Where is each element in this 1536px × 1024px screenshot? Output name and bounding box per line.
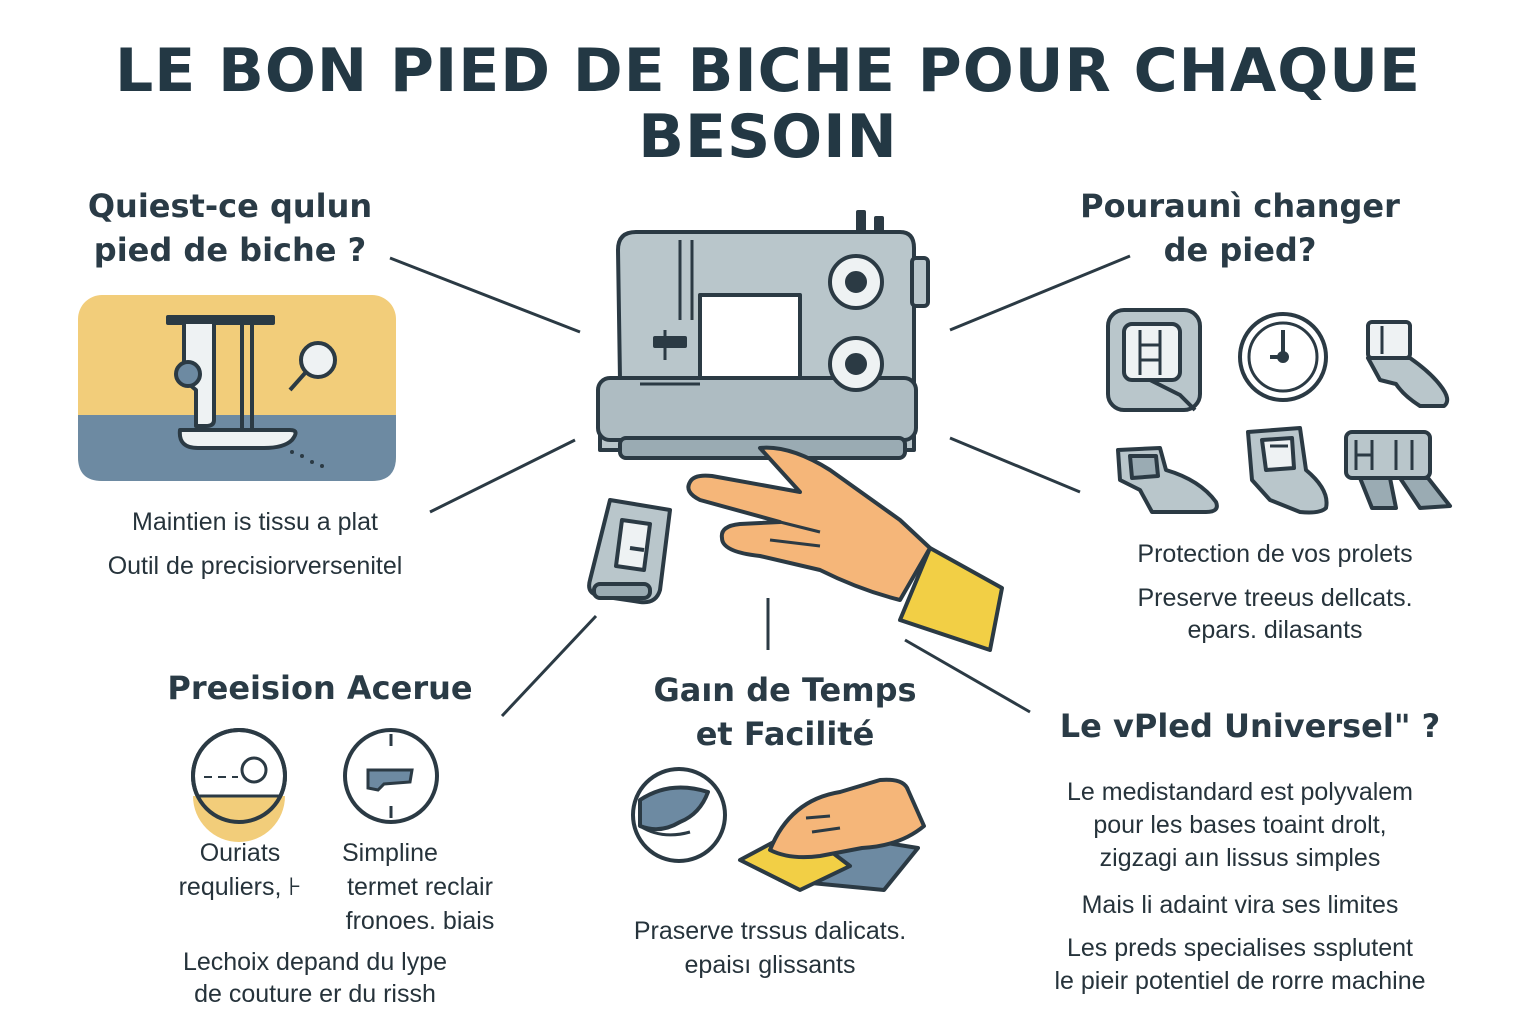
what-line-2: Outil de precisiorversenitel (107, 552, 403, 580)
what-description: Maintien is tissu a plat Outil de precis… (60, 500, 450, 588)
time-heading-line-2: et Facilité (695, 715, 875, 753)
hand-on-fabric-icon (738, 777, 926, 892)
sewing-machine-icon (596, 210, 930, 460)
fabric-roll-icon (631, 767, 727, 863)
page-title: LE BON PIED DE BICHE POUR CHAQUE BESOIN (0, 38, 1536, 170)
time-heading-line-1: Gaın de Temps (653, 671, 917, 709)
straight-stitch-icon (343, 728, 439, 824)
hem-label-2: requliers, ⊦ (178, 873, 302, 901)
universal-line-1: Le medistandard est polyvalem (1066, 778, 1414, 806)
presser-foot-icon (587, 498, 672, 605)
what-heading: Quiest-ce qulun pied de biche ? (60, 184, 400, 272)
universal-line-4: Mais li adaint vira ses limites (1081, 891, 1399, 919)
precision-heading: Preeision Acerue (167, 669, 473, 707)
time-description: Praserve trssus dalicats. epaisı glissan… (580, 914, 960, 982)
hem-guide-icon (191, 728, 287, 842)
stitch-label-1: Simpline (342, 839, 438, 867)
buttonhole-foot-icon (1246, 426, 1329, 515)
walking-foot-icon (1366, 320, 1450, 408)
stitch-label-2: termet reclair (347, 873, 493, 901)
precision-footer-line-1: Lechoix depand du lype (182, 948, 448, 976)
why-line-1: Protection de vos prolets (1137, 540, 1413, 568)
universal-line-2: pour les bases toaint drolt, (1093, 811, 1387, 839)
why-description: Protection de vos prolets Preserve treeu… (1100, 536, 1450, 646)
universal-line-6: le pieir potentiel de rorre machine (1054, 967, 1426, 995)
stitch-label-3: fronoes. biais (345, 907, 495, 935)
hand-icon (686, 445, 1004, 652)
what-line-1: Maintien is tissu a plat (132, 508, 378, 536)
title-line-2: BESOIN (638, 102, 898, 172)
zipper-foot-icon (1106, 308, 1202, 412)
what-heading-line-1: Quiest-ce qulun (87, 187, 373, 225)
precision-footer-line-2: de couture er du rissh (194, 980, 436, 1008)
time-line-2: epaisı glissants (684, 951, 856, 979)
why-line-2: Preserve treeus dellcats. (1137, 584, 1413, 612)
connector-lines (389, 254, 1131, 718)
precision-footer: Lechoix depand du lype de couture er du … (130, 946, 500, 1010)
clock-icon (1238, 312, 1328, 402)
title-line-1: LE BON PIED DE BICHE POUR CHAQUE (115, 36, 1421, 106)
why-heading: Pouraunì changer de pied? (1070, 184, 1410, 272)
hem-label-1: Ouriats (199, 839, 281, 867)
universal-description: Le medistandard est polyvalem pour les b… (1030, 776, 1450, 998)
why-heading-line-1: Pouraunì changer (1080, 187, 1400, 225)
rolled-hem-foot-icon (1116, 446, 1219, 514)
precision-item-hem: Ouriats requliers, ⊦ (170, 836, 310, 904)
universal-heading: Le vPled Universel" ? (1059, 707, 1441, 745)
precision-item-stitch: Simpline termet reclair fronoes. biais (330, 836, 510, 938)
overcast-foot-icon (1344, 430, 1452, 510)
why-heading-line-2: de pied? (1163, 231, 1317, 269)
time-heading: Gaın de Temps et Facilité (600, 668, 970, 756)
what-heading-line-2: pied de biche ? (93, 231, 367, 269)
universal-line-3: zigzagi aın lissus simples (1099, 844, 1381, 872)
why-line-3: epars. dilasants (1187, 616, 1363, 644)
time-line-1: Praserve trssus dalicats. (633, 917, 907, 945)
universal-line-5: Les preds specialises ssplutent (1066, 934, 1414, 962)
presser-foot-closeup-icon (78, 295, 396, 481)
